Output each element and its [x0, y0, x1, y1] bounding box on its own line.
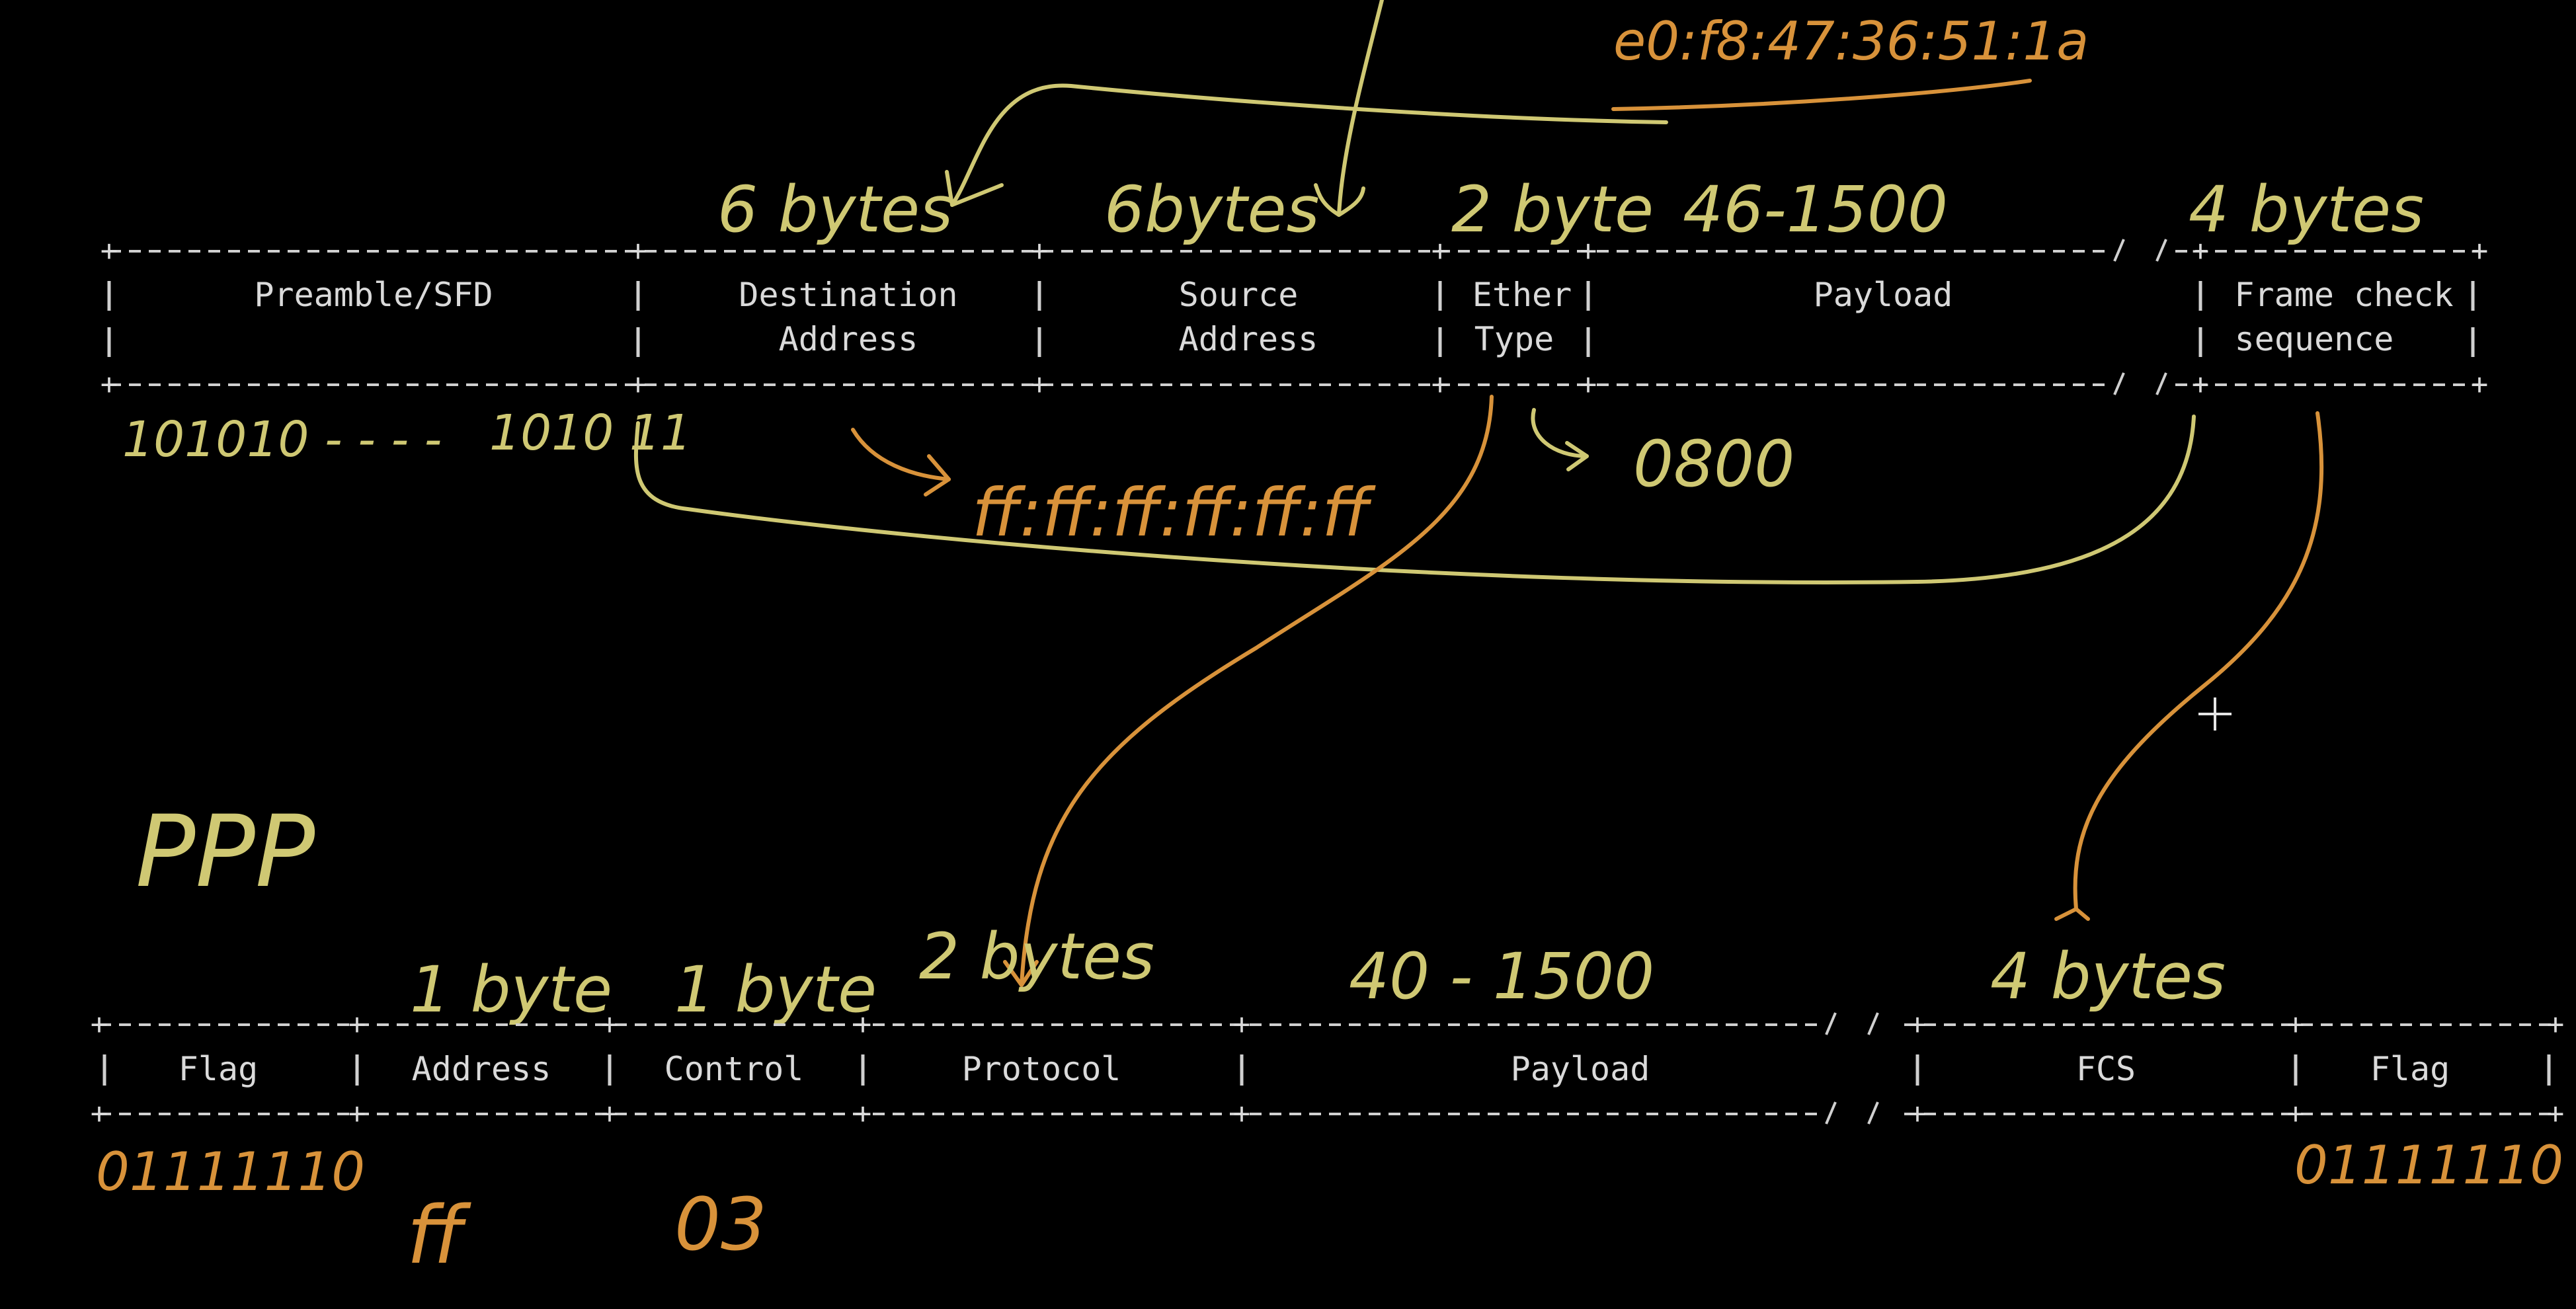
svg-text:+: + [2287, 1097, 2305, 1130]
eth-preamble-bits-end: 1010 11 [489, 405, 692, 461]
ppp-protocol-size: 2 bytes [919, 920, 1154, 994]
svg-text:+: + [1233, 1097, 1251, 1130]
svg-text:+: + [601, 1008, 619, 1041]
svg-text:+: + [1431, 368, 1449, 401]
ppp-flag-end-header: Flag [2370, 1050, 2450, 1088]
eth-preamble-bits-start: 101010 - - - - [122, 411, 442, 468]
svg-text:+: + [1580, 368, 1597, 401]
eth-fcs-header-line2: sequence [2235, 320, 2394, 358]
ethernet-annotations: 6 bytes 6bytes 2 byte 46-1500 4 bytes 10… [122, 0, 2424, 987]
svg-text:+: + [2471, 368, 2489, 401]
ppp-address-size: 1 byte [410, 953, 612, 1027]
ppp-section: PPP 1 byte 1 byte 2 bytes 40 - 1500 4 by… [91, 795, 2565, 1282]
ppp-protocol-header: Protocol [962, 1050, 1121, 1088]
arrow-to-ethertype-value [1531, 408, 1589, 458]
svg-text:+: + [601, 1097, 619, 1130]
ethernet-frame-table: + + + + + + + + + + + + + + Preamble/SFD Destinati… [101, 234, 2489, 401]
ppp-control-header: Control [664, 1050, 804, 1088]
svg-text:+: + [2547, 1008, 2565, 1041]
svg-text:+: + [1031, 234, 1049, 268]
eth-preamble-header: Preamble/SFD [254, 276, 493, 314]
svg-text:+: + [1431, 234, 1449, 268]
svg-text:+: + [2192, 368, 2210, 401]
svg-text:+: + [2287, 1008, 2305, 1041]
ppp-address-header: Address [412, 1050, 551, 1088]
crosshair-cursor-icon [2198, 697, 2232, 731]
arrow-fcs-to-ppp-fcs [2073, 411, 2324, 911]
svg-text:+: + [348, 1097, 366, 1130]
eth-ethertype-size: 2 byte [1451, 173, 1654, 247]
eth-payload-header: Payload [1814, 276, 1953, 314]
ppp-flag-start-value: 01111110 [96, 1141, 365, 1203]
arrow-to-broadcast [851, 428, 951, 481]
eth-destination-size: 6 bytes [717, 173, 953, 247]
eth-source-header-line1: Source [1179, 276, 1299, 314]
arrow-to-source [1337, 0, 1384, 217]
svg-text:+: + [1909, 1097, 1927, 1130]
svg-text:+: + [1580, 234, 1597, 268]
eth-source-header-line2: Address [1179, 320, 1318, 358]
ppp-payload-header: Payload [1511, 1050, 1650, 1088]
svg-text:+: + [2192, 234, 2210, 268]
svg-text:+: + [629, 234, 647, 268]
svg-text:+: + [629, 368, 647, 401]
ppp-flag-start-header: Flag [179, 1050, 258, 1088]
ppp-frame-table: + + + + + + + + + + + + + + + + Flag Address Contr… [91, 1008, 2565, 1130]
eth-source-mac-value: e0:f8:47:36:51:1a [1613, 11, 2089, 72]
arrow-mac-to-destination [950, 83, 1668, 207]
eth-ethertype-value: 0800 [1633, 427, 1794, 501]
eth-destination-header-line1: Destination [739, 276, 957, 314]
eth-broadcast-mac-value: ff:ff:ff:ff:ff:ff [972, 474, 1376, 551]
eth-ethertype-header-line2: Type [1474, 320, 1554, 358]
svg-text:+: + [2547, 1097, 2565, 1130]
eth-fcs-header-line1: Frame check [2234, 276, 2453, 314]
svg-text:+: + [1909, 1008, 1927, 1041]
svg-text:+: + [1031, 368, 1049, 401]
svg-text:+: + [348, 1008, 366, 1041]
ppp-fcs-header: FCS [2076, 1050, 2136, 1088]
ppp-fcs-size: 4 bytes [1990, 939, 2226, 1013]
svg-text:+: + [101, 234, 118, 268]
eth-destination-header-line2: Address [779, 320, 918, 358]
eth-payload-size: 46-1500 [1683, 173, 1948, 247]
arrow-ethertype-to-protocol [1020, 395, 1494, 987]
ppp-control-value: 03 [674, 1182, 767, 1267]
ppp-control-size: 1 byte [674, 953, 877, 1027]
ppp-address-value: ff [407, 1190, 471, 1282]
svg-text:+: + [91, 1097, 108, 1130]
eth-source-size: 6bytes [1104, 173, 1320, 247]
svg-text:+: + [1233, 1008, 1251, 1041]
svg-text:+: + [854, 1008, 872, 1041]
svg-text:+: + [101, 368, 118, 401]
bracket-preamble-to-fcs [633, 415, 2196, 584]
svg-text:+: + [2471, 234, 2489, 268]
eth-fcs-size: 4 bytes [2189, 173, 2424, 247]
svg-text:+: + [91, 1008, 108, 1041]
svg-text:+: + [854, 1097, 872, 1130]
ppp-flag-end-value: 01111110 [2294, 1134, 2563, 1196]
mac-underline [1611, 79, 2032, 111]
ppp-payload-size: 40 - 1500 [1349, 939, 1654, 1013]
eth-ethertype-header-line1: Ether [1472, 276, 1572, 314]
ppp-title: PPP [136, 795, 315, 910]
